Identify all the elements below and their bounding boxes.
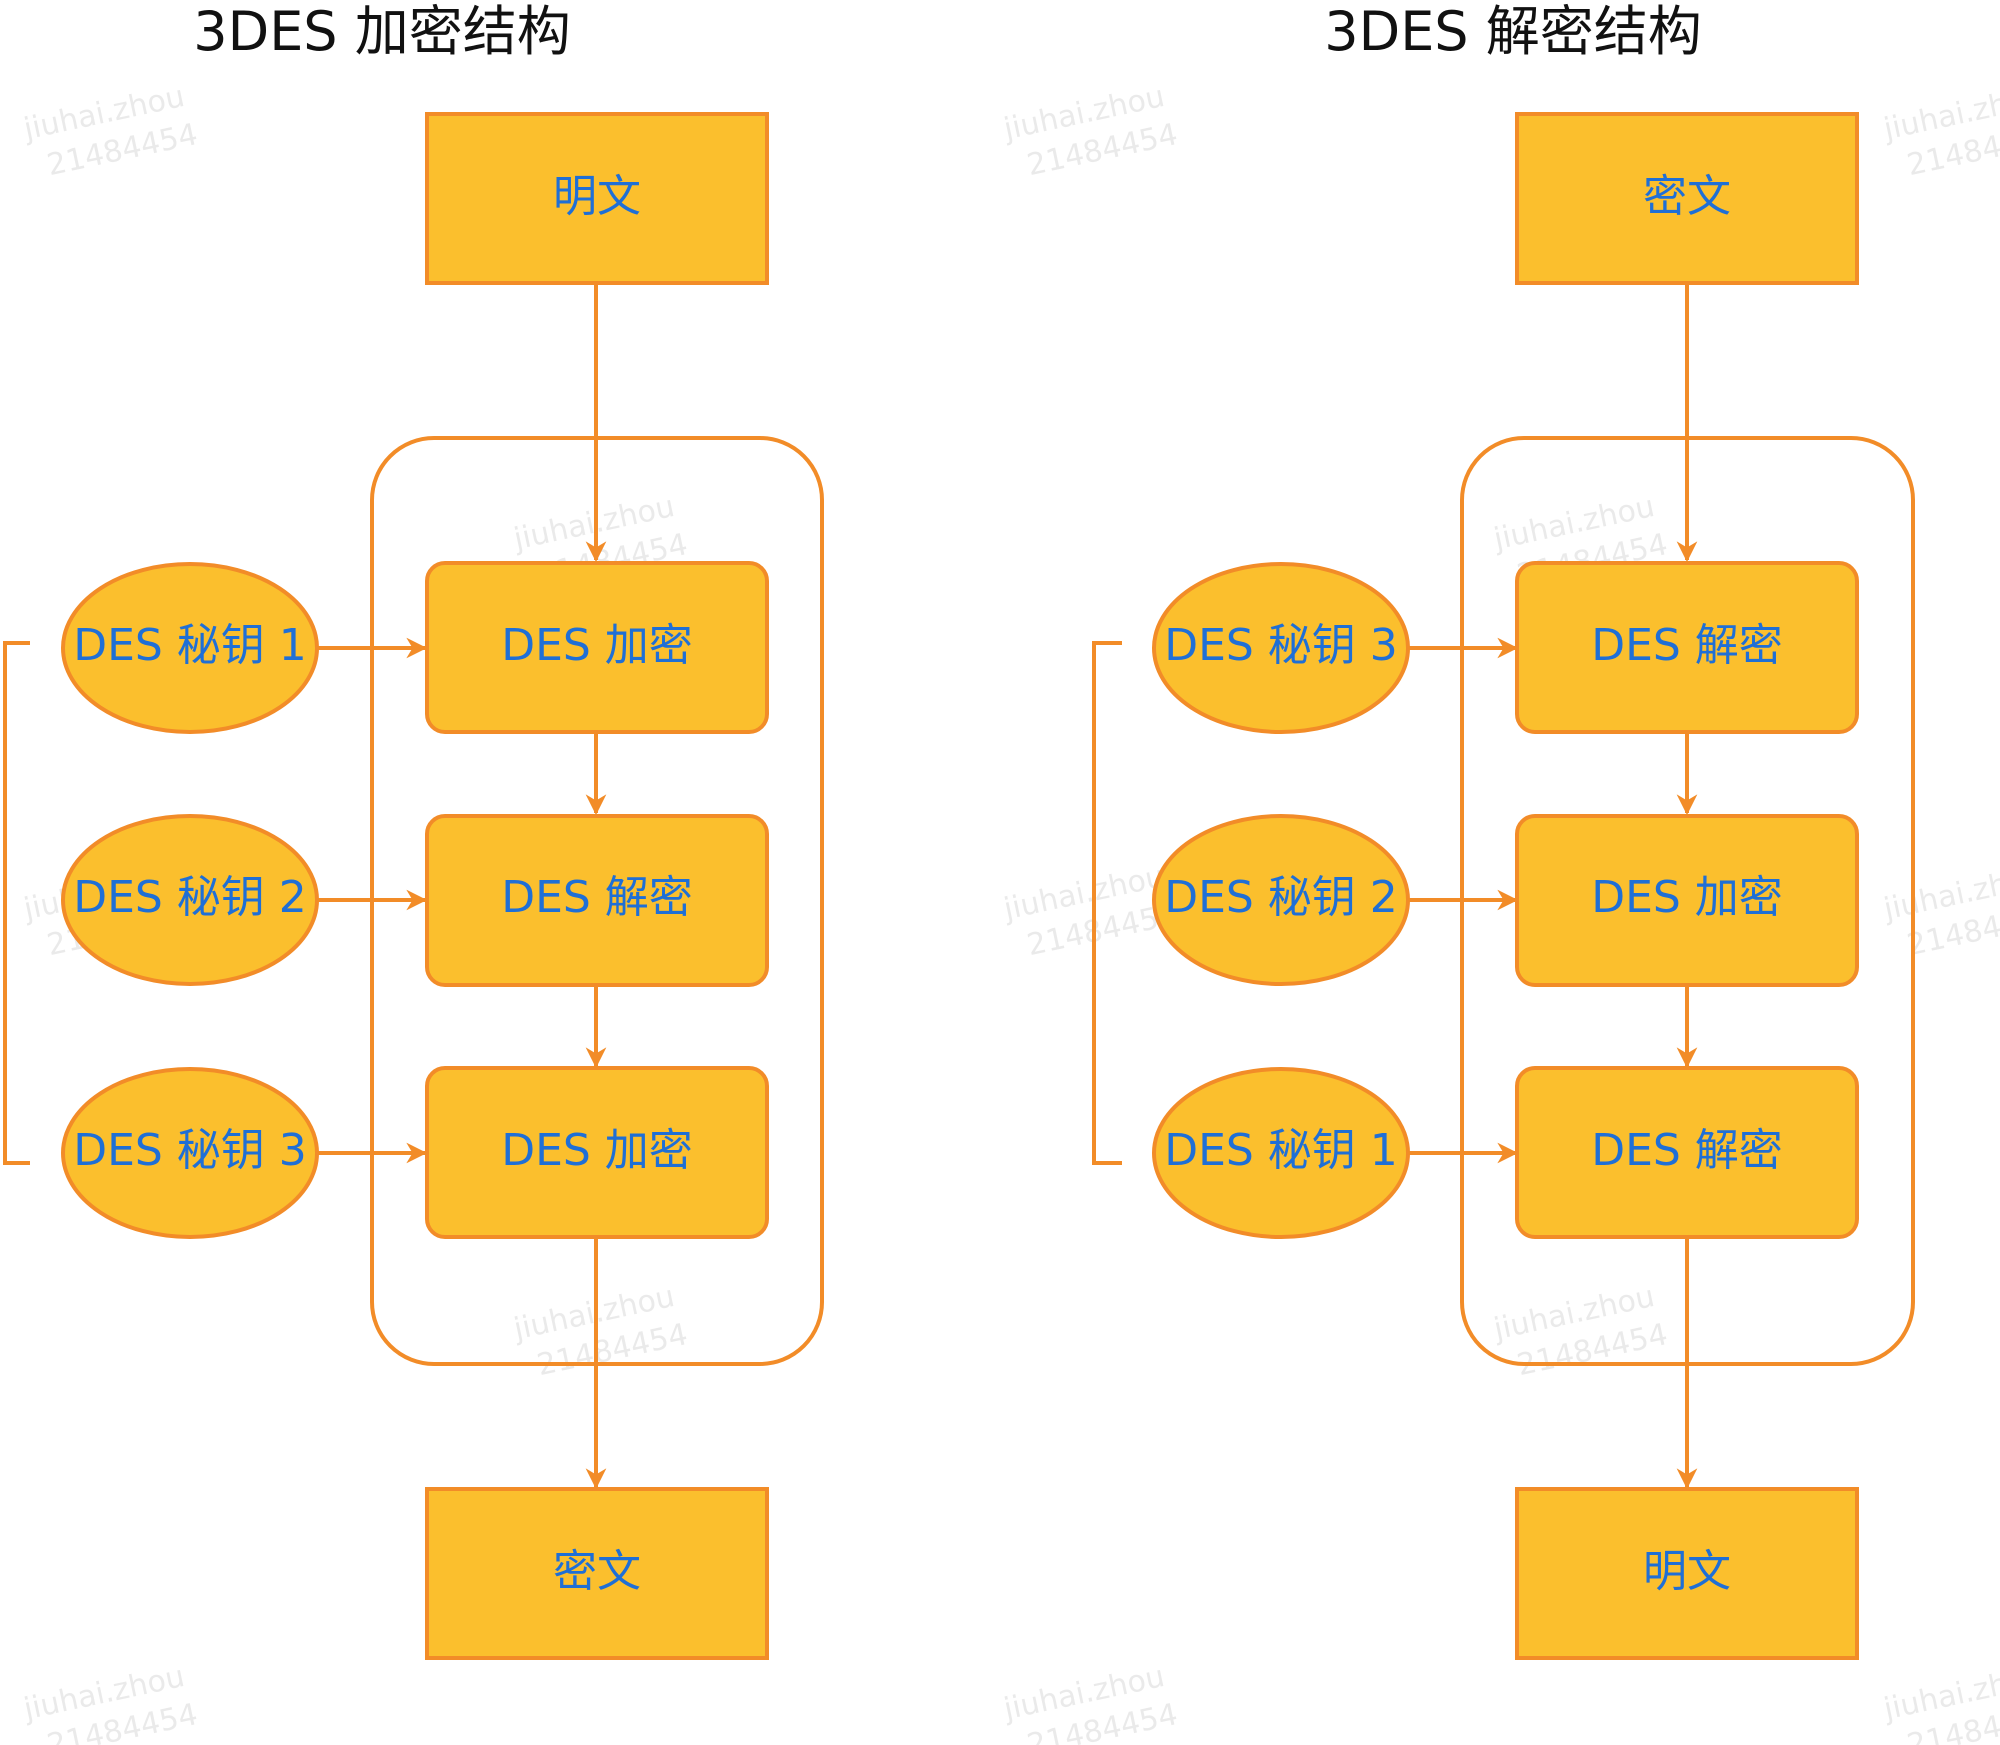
dec-output-node [1515, 1487, 1859, 1660]
dec-key-3-label: DES 秘钥 1 [1164, 1125, 1398, 1176]
encryption-title: 3DES 加密结构 [193, 0, 571, 63]
watermark-text: jiuhai.zhou21484454 [1000, 1658, 1181, 1745]
dec-key-1 [1152, 562, 1410, 734]
enc-key-1 [61, 562, 319, 734]
enc-key-1-label: DES 秘钥 1 [73, 620, 307, 671]
dec-stage-1-label: DES 解密 [1591, 620, 1783, 671]
decryption-key-bracket [1092, 641, 1122, 1165]
enc-key-3-label: DES 秘钥 3 [73, 1125, 307, 1176]
dec-output-label: 明文 [1643, 1546, 1731, 1597]
dec-key-1-label: DES 秘钥 3 [1164, 620, 1398, 671]
dec-stage-2-label: DES 加密 [1591, 872, 1783, 923]
encryption-key-bracket [3, 641, 30, 1165]
watermark-text: jiuhai.zhou21484454 [1880, 78, 2000, 186]
encryption-panel: 3DES 加密结构 明文 密文 DES 加密 DES 解密 DES 加密 DES… [3, 0, 824, 1660]
dec-stage-3-label: DES 解密 [1591, 1125, 1783, 1176]
dec-stage-3 [1515, 1066, 1859, 1239]
enc-input-node [425, 112, 769, 285]
enc-key-3 [61, 1067, 319, 1239]
enc-stage-2-label: DES 解密 [501, 872, 693, 923]
watermark-text: jiuhai.zhou21484454 [510, 1278, 691, 1386]
enc-stage-1 [425, 561, 769, 734]
enc-key-2-label: DES 秘钥 2 [73, 872, 307, 923]
enc-key-2 [61, 814, 319, 986]
enc-stage-3-label: DES 加密 [501, 1125, 693, 1176]
watermark-text: jiuhai.zhou21484454 [1880, 858, 2000, 966]
decryption-title: 3DES 解密结构 [1324, 0, 1702, 63]
decryption-panel: 3DES 解密结构 密文 明文 DES 解密 DES 加密 DES 解密 DES… [1092, 0, 1915, 1660]
watermark-text: jiuhai.zhou21484454 [1880, 1658, 2000, 1745]
dec-key-2 [1152, 814, 1410, 986]
enc-output-label: 密文 [553, 1546, 641, 1597]
watermark-text: jiuhai.zhou21484454 [20, 1658, 201, 1745]
dec-key-3 [1152, 1067, 1410, 1239]
enc-stage-1-label: DES 加密 [501, 620, 693, 671]
dec-input-label: 密文 [1643, 171, 1731, 222]
enc-stage-3 [425, 1066, 769, 1239]
enc-input-label: 明文 [553, 171, 641, 222]
dec-stage-2 [1515, 814, 1859, 987]
dec-key-2-label: DES 秘钥 2 [1164, 872, 1398, 923]
watermark-text: jiuhai.zhou21484454 [1000, 78, 1181, 186]
enc-output-node [425, 1487, 769, 1660]
dec-input-node [1515, 112, 1859, 285]
dec-stage-1 [1515, 561, 1859, 734]
watermark-text: jiuhai.zhou21484454 [20, 78, 201, 186]
enc-stage-2 [425, 814, 769, 987]
watermark-text: jiuhai.zhou21484454 [1490, 1278, 1671, 1386]
